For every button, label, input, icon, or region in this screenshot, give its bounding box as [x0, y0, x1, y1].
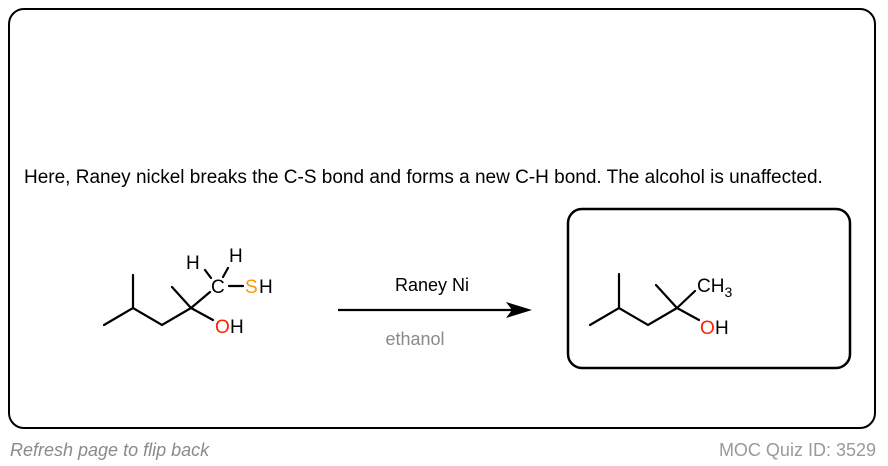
atom-h: H — [259, 277, 273, 298]
atom-o: O — [700, 318, 715, 339]
atom-ch3: CH3 — [697, 276, 732, 300]
product-labels: CH3 O H — [697, 276, 732, 339]
reactant-labels: H H C S H O H — [186, 246, 273, 338]
atom-h: H — [229, 246, 243, 267]
product-molecule — [588, 272, 701, 327]
atom-o: O — [215, 317, 230, 338]
explanation-text: Here, Raney nickel breaks the C-S bond a… — [24, 167, 823, 188]
quiz-id: MOC Quiz ID: 3529 — [718, 440, 876, 460]
arrowhead-icon — [506, 302, 532, 318]
quiz-card[interactable] — [8, 8, 876, 429]
atom-c: C — [211, 277, 225, 298]
atom-h: H — [186, 253, 200, 274]
reactant-molecule — [102, 266, 245, 327]
solvent-label: ethanol — [385, 329, 444, 349]
atom-s: S — [245, 277, 258, 298]
reaction-arrow — [338, 302, 532, 318]
refresh-link[interactable]: Refresh page to flip back — [10, 440, 210, 460]
answer-box — [566, 207, 852, 370]
atom-h: H — [715, 318, 729, 339]
reagent-label: Raney Ni — [395, 275, 469, 295]
atom-h: H — [230, 317, 244, 338]
